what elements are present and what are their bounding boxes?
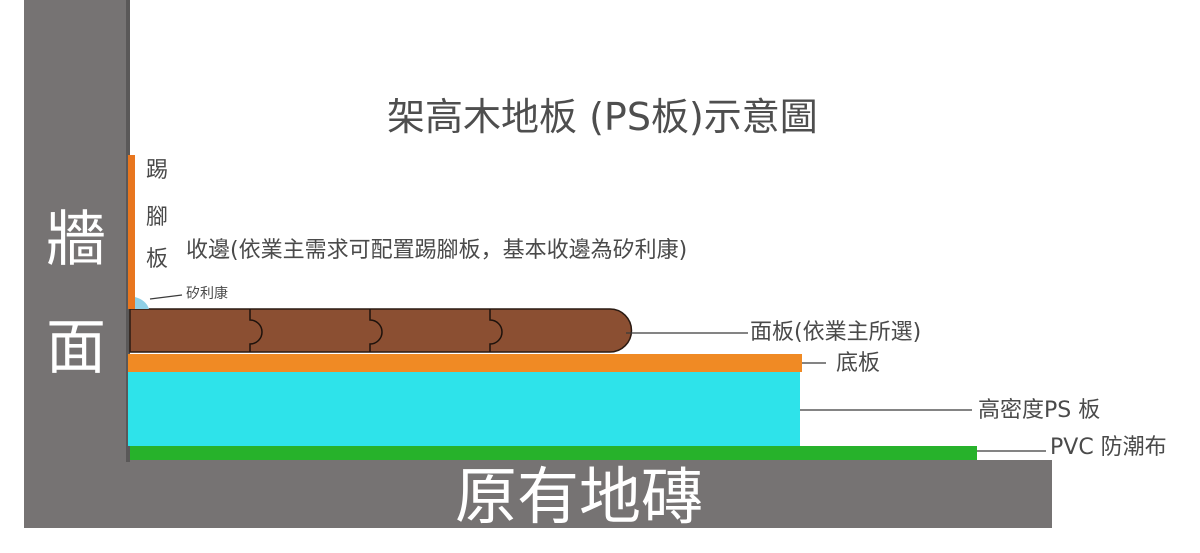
silicone-bead bbox=[135, 297, 149, 309]
diagram-title: 架高木地板 (PS板)示意圖 bbox=[387, 95, 818, 139]
skirting-label-char: 腳 bbox=[146, 205, 169, 230]
ground-label: 原有地磚 bbox=[455, 460, 704, 533]
face-panel-label: 面板(依業主所選) bbox=[750, 320, 922, 345]
silicone-leader-line bbox=[149, 294, 183, 300]
skirting-label-char: 踢 bbox=[146, 158, 169, 183]
pvc-film-label: PVC 防潮布 bbox=[1050, 435, 1167, 460]
wall-label-bottom: 面 bbox=[46, 313, 106, 383]
edge-finish-note: 收邊(依業主需求可配置踢腳板，基本收邊為矽利康) bbox=[186, 238, 688, 263]
ps-board-label: 高密度PS 板 bbox=[978, 398, 1101, 423]
ps-board-layer bbox=[128, 372, 800, 446]
wall-label-top: 牆 bbox=[46, 205, 106, 275]
pvc-film-layer bbox=[130, 446, 977, 460]
panel-joint bbox=[489, 309, 503, 352]
skirting-board bbox=[128, 155, 135, 309]
wall-block bbox=[24, 0, 128, 528]
skirting-label-char: 板 bbox=[146, 247, 169, 272]
panel-joint bbox=[369, 309, 383, 352]
face-panel-layer bbox=[129, 308, 633, 353]
base-board-label: 底板 bbox=[836, 351, 881, 376]
base-board-layer bbox=[128, 354, 802, 372]
silicone-label: 矽利康 bbox=[186, 286, 228, 302]
panel-joint bbox=[249, 309, 263, 352]
floor-tile-block bbox=[24, 460, 1052, 528]
